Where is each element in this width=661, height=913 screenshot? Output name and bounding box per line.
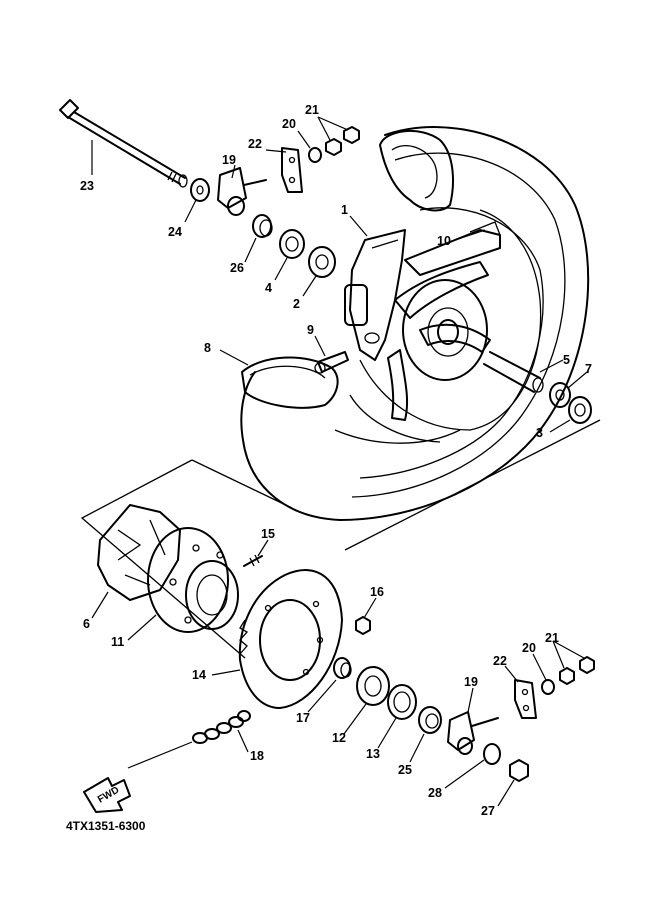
callout-17: 17 [296,711,310,725]
washer-part-28 [483,743,501,765]
clutch-hub-part-11 [147,527,239,633]
axle-part-23 [59,99,188,188]
callout-16: 16 [370,585,384,599]
callout-26: 26 [230,261,244,275]
bearing-part-3 [568,396,592,424]
collar-part-25 [418,706,442,734]
callout-22-lower: 22 [493,654,507,668]
callout-14: 14 [192,668,206,682]
callout-6: 6 [83,617,90,631]
valve-part-9 [314,351,349,374]
callout-1: 1 [341,203,348,217]
nut-part-21-upper-a [325,138,342,156]
callout-labels: 23 24 19 22 20 21 26 4 2 1 8 9 10 5 7 3 … [80,103,592,818]
nut-part-21-lower-b [579,656,595,674]
tube-section [241,356,339,409]
adjuster-part-19-lower [447,711,499,755]
callout-22-upper: 22 [248,137,262,151]
assembly-outline-right [344,419,601,551]
bearing-part-7 [549,382,571,408]
callout-7: 7 [585,362,592,376]
forward-direction-arrow: FWD [83,777,131,813]
callout-21-lower: 21 [545,631,559,645]
callout-8: 8 [204,341,211,355]
washer-part-24 [190,178,210,202]
callout-3: 3 [536,426,543,440]
leader-lines [91,116,588,807]
nut-part-21-lower-a [559,667,575,685]
nut-part-21-upper-b [343,126,360,144]
oil-seal-part-13 [387,684,417,720]
washer-part-20-upper [308,147,322,163]
callout-12: 12 [332,731,346,745]
bearing-part-2 [308,246,336,278]
callout-4: 4 [265,281,272,295]
sprocket-part-14 [238,569,343,709]
nut-part-16 [355,616,371,635]
callout-28: 28 [428,786,442,800]
washer-part-20-lower [541,679,555,695]
callout-2: 2 [293,297,300,311]
collar-part-17 [333,657,352,679]
callout-19-upper: 19 [222,153,236,167]
adjuster-part-19-upper [217,167,267,216]
chain-part-18 [192,710,251,744]
callout-18: 18 [250,749,264,763]
rim-band-part-10 [469,221,501,236]
oil-seal-part-4 [279,229,305,259]
callout-20-lower: 20 [522,641,536,655]
collar-part-26 [252,214,273,238]
callout-25: 25 [398,763,412,777]
callout-20-upper: 20 [282,117,296,131]
callout-19-lower: 19 [464,675,478,689]
diagram-code: 4TX1351-6300 [66,819,146,833]
callout-15: 15 [261,527,275,541]
wheel-hub-part-1 [344,209,542,443]
callout-5: 5 [563,353,570,367]
stud-bolt-part-15 [243,554,263,567]
callout-21-upper: 21 [305,103,319,117]
plate-part-22-lower [514,679,537,719]
callout-13: 13 [366,747,380,761]
damper-part-6 [97,504,181,601]
callout-9: 9 [307,323,314,337]
callout-10: 10 [437,234,451,248]
callout-27: 27 [481,804,495,818]
nut-part-27 [509,759,529,782]
callout-11: 11 [111,635,124,649]
assembly-outline-left [80,459,246,659]
rear-tire [240,126,590,521]
spacer-part-5 [483,351,544,393]
callout-24: 24 [168,225,182,239]
bearing-part-12 [356,666,390,706]
callout-23: 23 [80,179,94,193]
assembly-outline-top [191,459,293,509]
plate-part-22-upper [281,147,303,193]
